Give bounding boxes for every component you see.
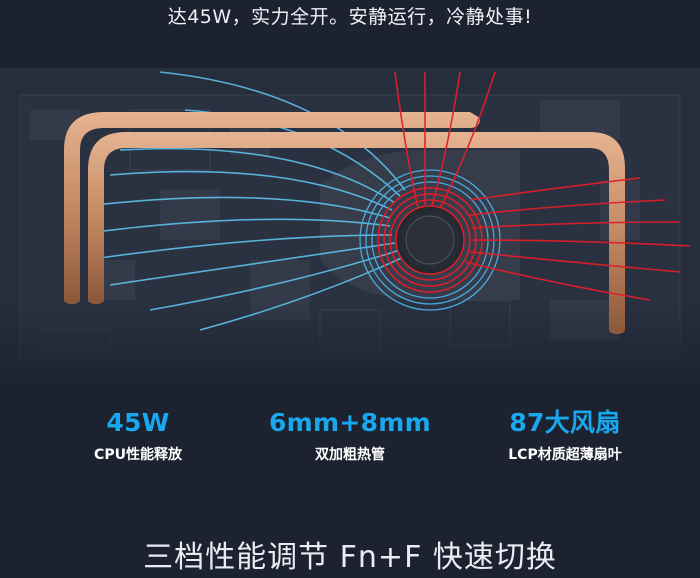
spec-label: LCP材质超薄扇叶 <box>508 447 622 463</box>
headline: 三档性能调节 Fn+F 快速切换 <box>143 540 557 575</box>
tagline: 达45W，实力全开。安静运行，冷静处事! <box>167 6 533 28</box>
heat-pipes <box>64 112 625 334</box>
spec-value: 6mm+8mm <box>268 408 432 437</box>
spec-value: 87大风扇 <box>509 408 621 437</box>
cooling-illustration <box>0 62 700 392</box>
spec-value: 45W <box>106 408 170 437</box>
spec-heat-pipe: 6mm+8mm 双加粗热管 <box>240 408 460 464</box>
spec-list: 45W CPU性能释放 6mm+8mm 双加粗热管 87大风扇 LCP材质超薄扇… <box>0 408 700 478</box>
heat-lines-red <box>394 71 691 301</box>
spec-fan: 87大风扇 LCP材质超薄扇叶 <box>455 408 675 464</box>
spec-label: 双加粗热管 <box>315 447 385 463</box>
airflow-lines-blue <box>94 71 407 331</box>
spec-cpu: 45W CPU性能释放 <box>28 408 248 464</box>
spec-label: CPU性能释放 <box>94 447 182 463</box>
